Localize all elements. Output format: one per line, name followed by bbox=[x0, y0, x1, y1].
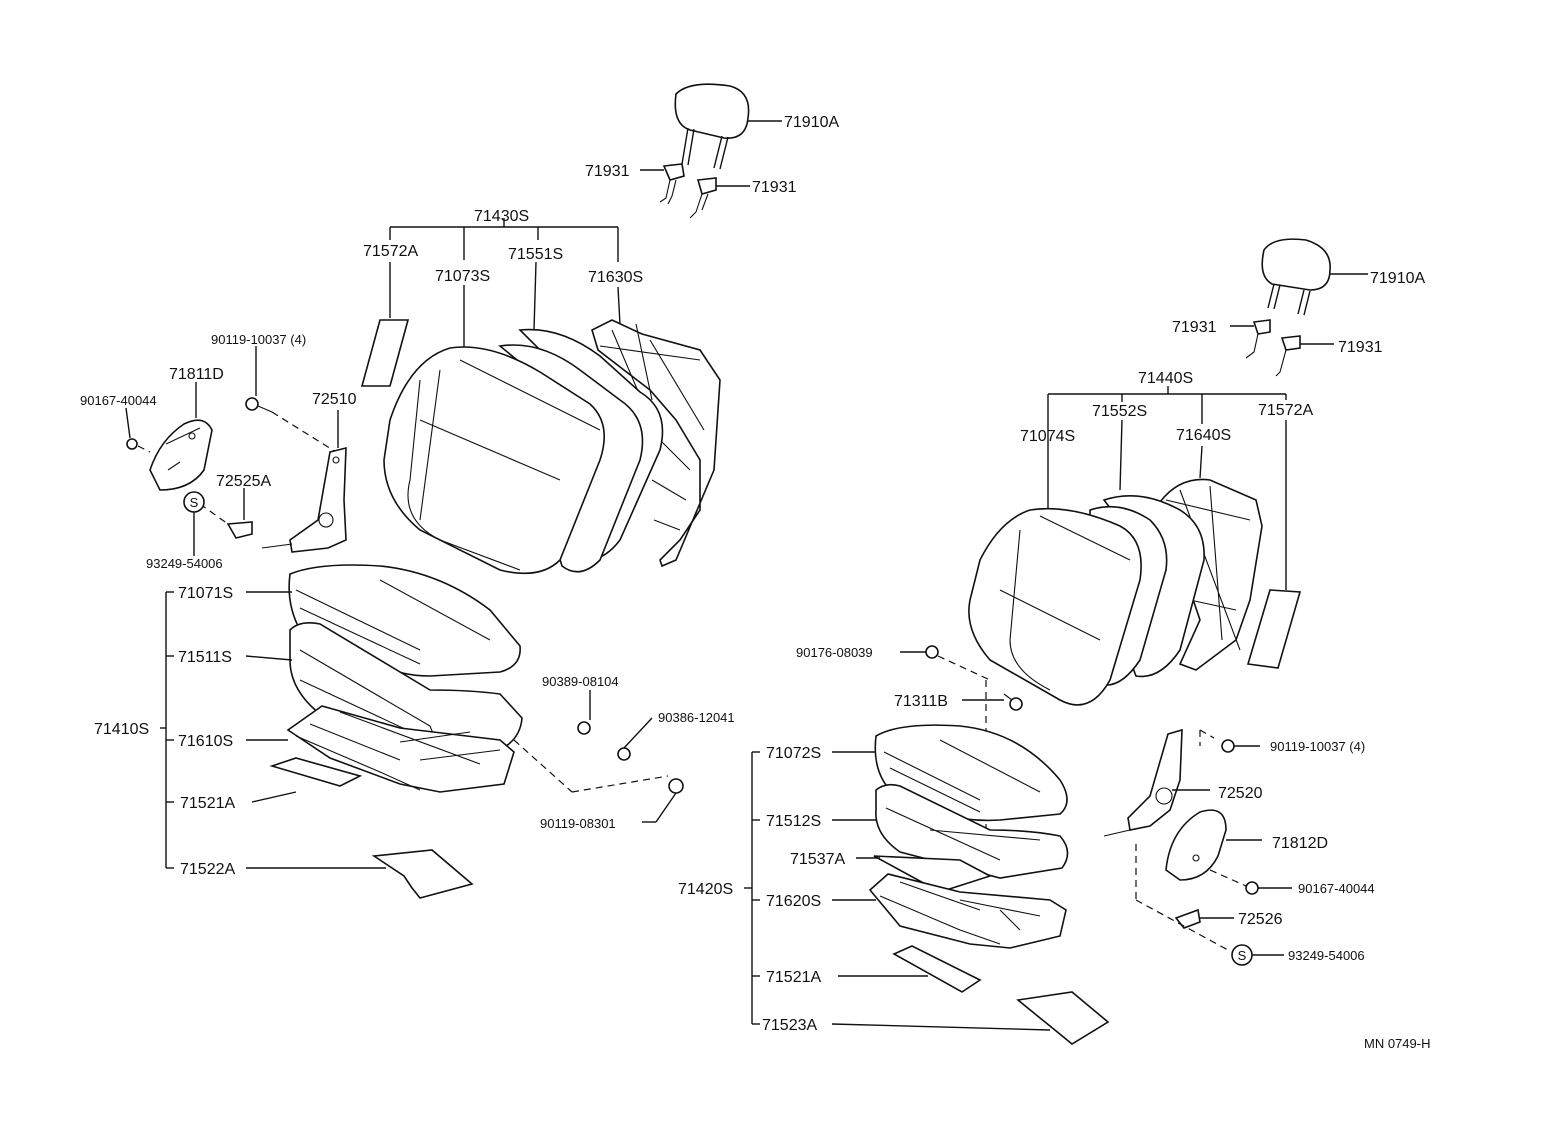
label-back-pad-right: 71552S bbox=[1092, 403, 1147, 420]
nut-90386 bbox=[617, 717, 653, 761]
seat-cushion-left bbox=[286, 564, 523, 793]
headrest-right bbox=[1261, 238, 1368, 316]
seat-cushion-right bbox=[868, 724, 1069, 949]
bracket-71440S bbox=[1047, 386, 1287, 590]
label-support-left-1: 71931 bbox=[585, 163, 630, 180]
screw-90167-right bbox=[1209, 869, 1292, 895]
label-hinge-right: 72520 bbox=[1218, 785, 1263, 802]
diagram-code: MN 0749-H bbox=[1364, 1036, 1430, 1051]
headrest-supports-right bbox=[1230, 319, 1334, 377]
pad-71521A-right bbox=[892, 945, 982, 993]
label-support-left-2: 71931 bbox=[752, 179, 797, 196]
label-support-right-1: 71931 bbox=[1172, 319, 1217, 336]
hinge-72510 bbox=[261, 410, 347, 553]
label-back-pad-left: 71551S bbox=[508, 246, 563, 263]
label-back-assy-left: 71430S bbox=[474, 208, 529, 225]
bolt-90389 bbox=[577, 690, 591, 735]
label-pad-right: 71572A bbox=[1258, 402, 1313, 419]
side-cover-left bbox=[149, 382, 213, 491]
label-cover-left: 71811D bbox=[169, 366, 224, 383]
pad-71572A-left bbox=[360, 319, 410, 387]
pad-71522A-left bbox=[371, 849, 474, 899]
label-headrest-right: 71910A bbox=[1370, 270, 1425, 287]
label-bolt3: 90119-08301 bbox=[540, 816, 616, 831]
label-nut: 90386-12041 bbox=[658, 710, 735, 725]
pad-71521A-left bbox=[269, 757, 363, 787]
bolt-90119-left bbox=[245, 346, 337, 453]
clip-72525A bbox=[199, 488, 253, 539]
label-pad4-right: 71537A bbox=[790, 851, 845, 868]
label-cush-pad-right: 71512S bbox=[766, 813, 821, 830]
label-screw2-right: 90167-40044 bbox=[1298, 881, 1375, 896]
label-snap-right: 93249-54006 bbox=[1288, 948, 1365, 963]
label-cush-frame-right: 71620S bbox=[766, 893, 821, 910]
hinge-72520 bbox=[1103, 728, 1210, 837]
bolt-90119-right bbox=[1199, 729, 1260, 753]
label-pad3-left: 71522A bbox=[180, 861, 235, 878]
label-back-frame-left: 71630S bbox=[588, 269, 643, 286]
clip-72526 bbox=[1174, 908, 1234, 929]
snap-s-mark-left: S bbox=[183, 491, 205, 556]
label-cush-frame-left: 71610S bbox=[178, 733, 233, 750]
label-hook-right: 71311B bbox=[894, 693, 948, 710]
label-cush-cover-right: 71072S bbox=[766, 745, 821, 762]
label-back-frame-right: 71640S bbox=[1176, 427, 1231, 444]
headrest-supports-left bbox=[640, 163, 750, 219]
screw-90167-left bbox=[125, 407, 151, 453]
label-support-right-2: 71931 bbox=[1338, 339, 1383, 356]
side-cover-right bbox=[1165, 809, 1262, 881]
bolt-90119-08301 bbox=[642, 778, 684, 823]
label-pad3-right: 71523A bbox=[762, 1017, 817, 1034]
label-pad-left: 71572A bbox=[363, 243, 418, 260]
label-cush-pad-left: 71511S bbox=[178, 649, 232, 666]
seatback-right bbox=[968, 478, 1263, 706]
label-cover-right: 71812D bbox=[1272, 835, 1328, 852]
label-cush-assy-right: 71420S bbox=[678, 881, 733, 898]
svg-text:S: S bbox=[190, 495, 199, 510]
label-screw-left: 90167-40044 bbox=[80, 393, 157, 408]
bracket-71430S bbox=[389, 218, 621, 350]
label-cush-assy-left: 71410S bbox=[94, 721, 149, 738]
bracket-71410S bbox=[160, 591, 386, 869]
label-back-cover-left: 71073S bbox=[435, 268, 490, 285]
label-snap-left: 93249-54006 bbox=[146, 556, 223, 571]
label-hinge-left: 72510 bbox=[312, 391, 357, 408]
label-pad2-left: 71521A bbox=[180, 795, 235, 812]
label-bolt-right: 90119-10037 (4) bbox=[1270, 739, 1365, 754]
snap-s-mark-right: S bbox=[1231, 944, 1284, 966]
pad-71523A-right bbox=[1016, 991, 1110, 1045]
label-back-cover-right: 71074S bbox=[1020, 428, 1075, 445]
seatback-left bbox=[383, 319, 721, 575]
svg-text:S: S bbox=[1238, 948, 1247, 963]
label-screw-right: 90176-08039 bbox=[796, 645, 873, 660]
label-clip-right: 72526 bbox=[1238, 911, 1283, 928]
headrest-left bbox=[674, 83, 782, 170]
screw-90176 bbox=[900, 645, 991, 681]
label-clip-left: 72525A bbox=[216, 473, 271, 490]
pad-71572A-right bbox=[1246, 589, 1302, 669]
bracket-71420S bbox=[744, 751, 1051, 1031]
label-bolt2: 90389-08104 bbox=[542, 674, 619, 689]
label-back-assy-right: 71440S bbox=[1138, 370, 1193, 387]
label-bolt-left: 90119-10037 (4) bbox=[211, 332, 306, 347]
label-headrest-left: 71910A bbox=[784, 114, 839, 131]
label-pad2-right: 71521A bbox=[766, 969, 821, 986]
label-cush-cover-left: 71071S bbox=[178, 585, 233, 602]
